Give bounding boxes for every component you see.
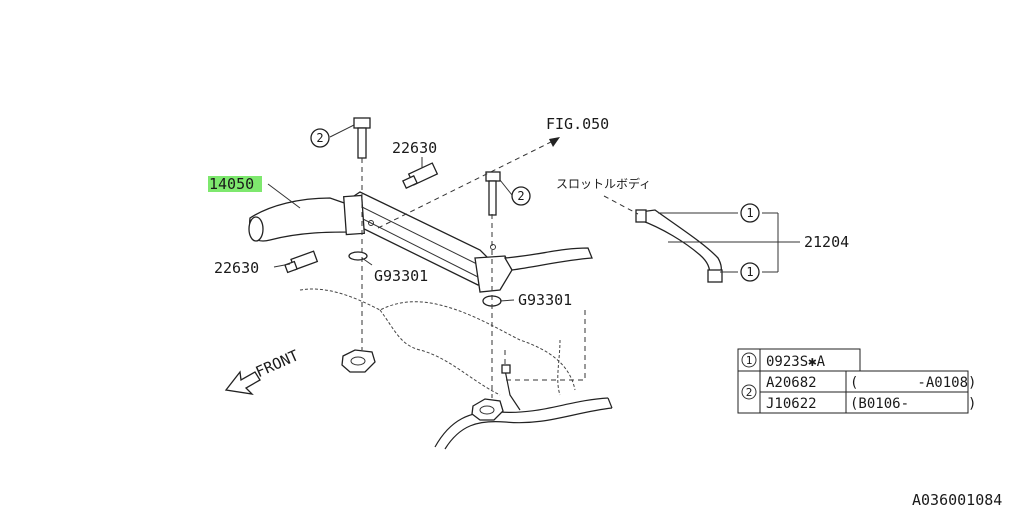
- fig-ref-label: FIG.050: [546, 115, 609, 133]
- legend-num-1: 1: [746, 354, 753, 367]
- part-g93301-right-label: G93301: [518, 291, 572, 309]
- legend-num-2: 2: [746, 386, 753, 399]
- part-14050-label: 14050: [209, 175, 254, 193]
- part-22630-lower-label: 22630: [214, 259, 259, 277]
- svg-text:1: 1: [746, 206, 753, 220]
- sensor-22630-upper: [402, 162, 439, 190]
- intake-flange-left: [341, 349, 376, 373]
- legend-code-3: J10622: [766, 396, 817, 412]
- hose-21204: [635, 209, 723, 283]
- legend-range-3: (B0106- ): [850, 396, 976, 412]
- throttle-body-label: スロットルボディ: [556, 176, 651, 191]
- legend-table: 1 2 0923S✱A A20682 ( -A0108) J10622 (B01…: [737, 348, 976, 414]
- leader-lines: [267, 124, 800, 398]
- svg-text:FRONT: FRONT: [253, 346, 302, 381]
- svg-text:1: 1: [746, 265, 753, 279]
- engine-outline: [299, 288, 576, 396]
- gasket-left: [348, 251, 368, 261]
- callout-2-right: 2: [511, 186, 531, 206]
- svg-text:2: 2: [316, 131, 323, 145]
- front-arrow: FRONT: [224, 346, 302, 395]
- intake-flange-right: [471, 398, 504, 421]
- catalog-code: A036001084: [912, 491, 1002, 509]
- legend-code-1: 0923S✱A: [766, 354, 826, 370]
- callout-1-lower: 1: [740, 262, 760, 282]
- legend-code-2: A20682: [766, 375, 817, 391]
- bolt-right: [485, 171, 501, 216]
- callout-1-upper: 1: [740, 203, 760, 223]
- part-highlight: [208, 176, 262, 192]
- part-g93301-left-label: G93301: [374, 267, 428, 285]
- svg-text:2: 2: [517, 189, 524, 203]
- sensor-22630-lower: [284, 250, 319, 274]
- part-21204-label: 21204: [804, 233, 849, 251]
- part-22630-upper-label: 22630: [392, 139, 437, 157]
- coolant-pipe-14050: [248, 191, 593, 293]
- callout-2-upper: 2: [310, 128, 330, 148]
- bolt-upper: [353, 117, 371, 159]
- legend-range-2: ( -A0108): [850, 375, 976, 391]
